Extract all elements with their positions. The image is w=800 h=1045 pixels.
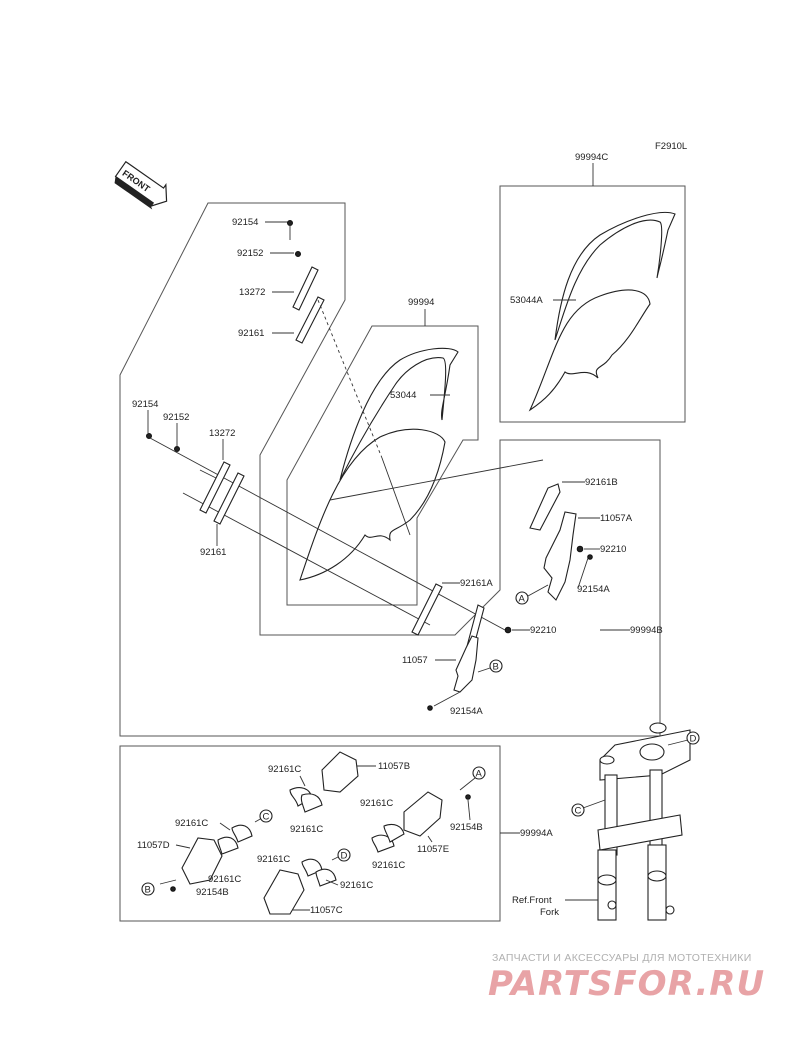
bracket-11057A (543, 511, 577, 601)
label-92161-left: 92161 (200, 547, 226, 558)
bracket-11057B (321, 751, 359, 793)
bracket-11057C (263, 869, 305, 915)
callout-B-lower (141, 882, 155, 896)
callout-C-fork (571, 803, 585, 817)
callout-A-lower (472, 766, 486, 780)
label-92161A: 92161A (460, 578, 493, 589)
figure-code: F2910L (655, 141, 687, 152)
stay-92161 (213, 472, 245, 525)
label-92154B-left: 92154B (196, 887, 229, 898)
label-11057A: 11057A (600, 513, 633, 524)
label-92152-top: 92152 (237, 248, 263, 259)
label-92154-left: 92154 (132, 399, 158, 410)
bracket-11057 (453, 635, 479, 693)
label-92154A-lower: 92154A (450, 706, 483, 717)
label-92161-top: 92161 (238, 328, 264, 339)
label-13272-top: 13272 (239, 287, 265, 298)
label-92161C-8: 92161C (340, 880, 373, 891)
label-53044A: 53044A (510, 295, 543, 306)
ref-front-fork-label-1: Ref.Front (512, 895, 552, 906)
stay-13272 (199, 461, 231, 514)
label-11057B: 11057B (378, 761, 410, 772)
label-92210-upper: 92210 (600, 544, 626, 555)
callout-C-fork-text: C (575, 806, 582, 817)
callout-D-lower (337, 848, 351, 862)
label-92161C-1: 92161C (268, 764, 301, 775)
front-arrow-icon: FRONT (114, 160, 168, 210)
bracket-11057E (403, 791, 443, 837)
callout-B-lower-text: B (145, 885, 151, 896)
label-99994B: 99994B (630, 625, 663, 636)
windshield-99994C (528, 289, 651, 412)
bracket-11057D (181, 837, 223, 885)
kit-99994C-group: 99994C 53044A (499, 152, 686, 423)
label-92154-top: 92154 (232, 217, 258, 228)
label-92161C-5: 92161C (208, 874, 241, 885)
label-13272-left: 13272 (209, 428, 235, 439)
callout-C-lower (259, 809, 273, 823)
label-99994: 99994 (408, 297, 434, 308)
label-92161C-6: 92161C (372, 860, 405, 871)
label-92210-lower: 92210 (530, 625, 556, 636)
label-53044: 53044 (390, 390, 416, 401)
callout-A-lower-text: A (476, 769, 483, 780)
label-92152-left: 92152 (163, 412, 189, 423)
windshield-99994 (299, 428, 446, 581)
label-92161C-3: 92161C (360, 798, 393, 809)
label-11057: 11057 (402, 655, 428, 666)
callout-D-fork-text: D (690, 734, 697, 745)
front-fork-reference: D C Ref.Front Fork (512, 722, 700, 921)
stay-92161A (411, 583, 443, 636)
kit-99994A-group: 99994A 92161C 11057B 92161C 92161C 11057… (119, 745, 553, 922)
label-11057D: 11057D (137, 840, 170, 851)
callout-A-upper (515, 591, 529, 605)
label-11057C: 11057C (310, 905, 343, 916)
ref-front-fork-label-2: Fork (540, 907, 559, 918)
label-92161C-7: 92161C (257, 854, 290, 865)
label-99994A: 99994A (520, 828, 553, 839)
label-92161C-4: 92161C (175, 818, 208, 829)
callout-A-upper-text: A (519, 594, 526, 605)
callout-C-lower-text: C (263, 812, 270, 823)
callout-D-fork (686, 731, 700, 745)
label-92161B-text: 92161B (585, 477, 618, 488)
callout-B-upper (489, 659, 503, 673)
kit-99994B-group: 99994 53044 92154 92152 13272 92161 9215… (119, 202, 663, 737)
watermark-tagline: ЗАПЧАСТИ И АКСЕССУАРЫ ДЛЯ МОТОТЕХНИКИ (492, 952, 752, 964)
label-92154B-right: 92154B (450, 822, 483, 833)
callout-D-lower-text: D (341, 851, 348, 862)
label-99994C: 99994C (575, 152, 608, 163)
watermark-logo: PARTSFOR.RU (488, 964, 766, 1004)
label-11057E: 11057E (417, 844, 449, 855)
label-92154A-upper: 92154A (577, 584, 610, 595)
callout-B-upper-text: B (493, 662, 499, 673)
label-92161C-2: 92161C (290, 824, 323, 835)
